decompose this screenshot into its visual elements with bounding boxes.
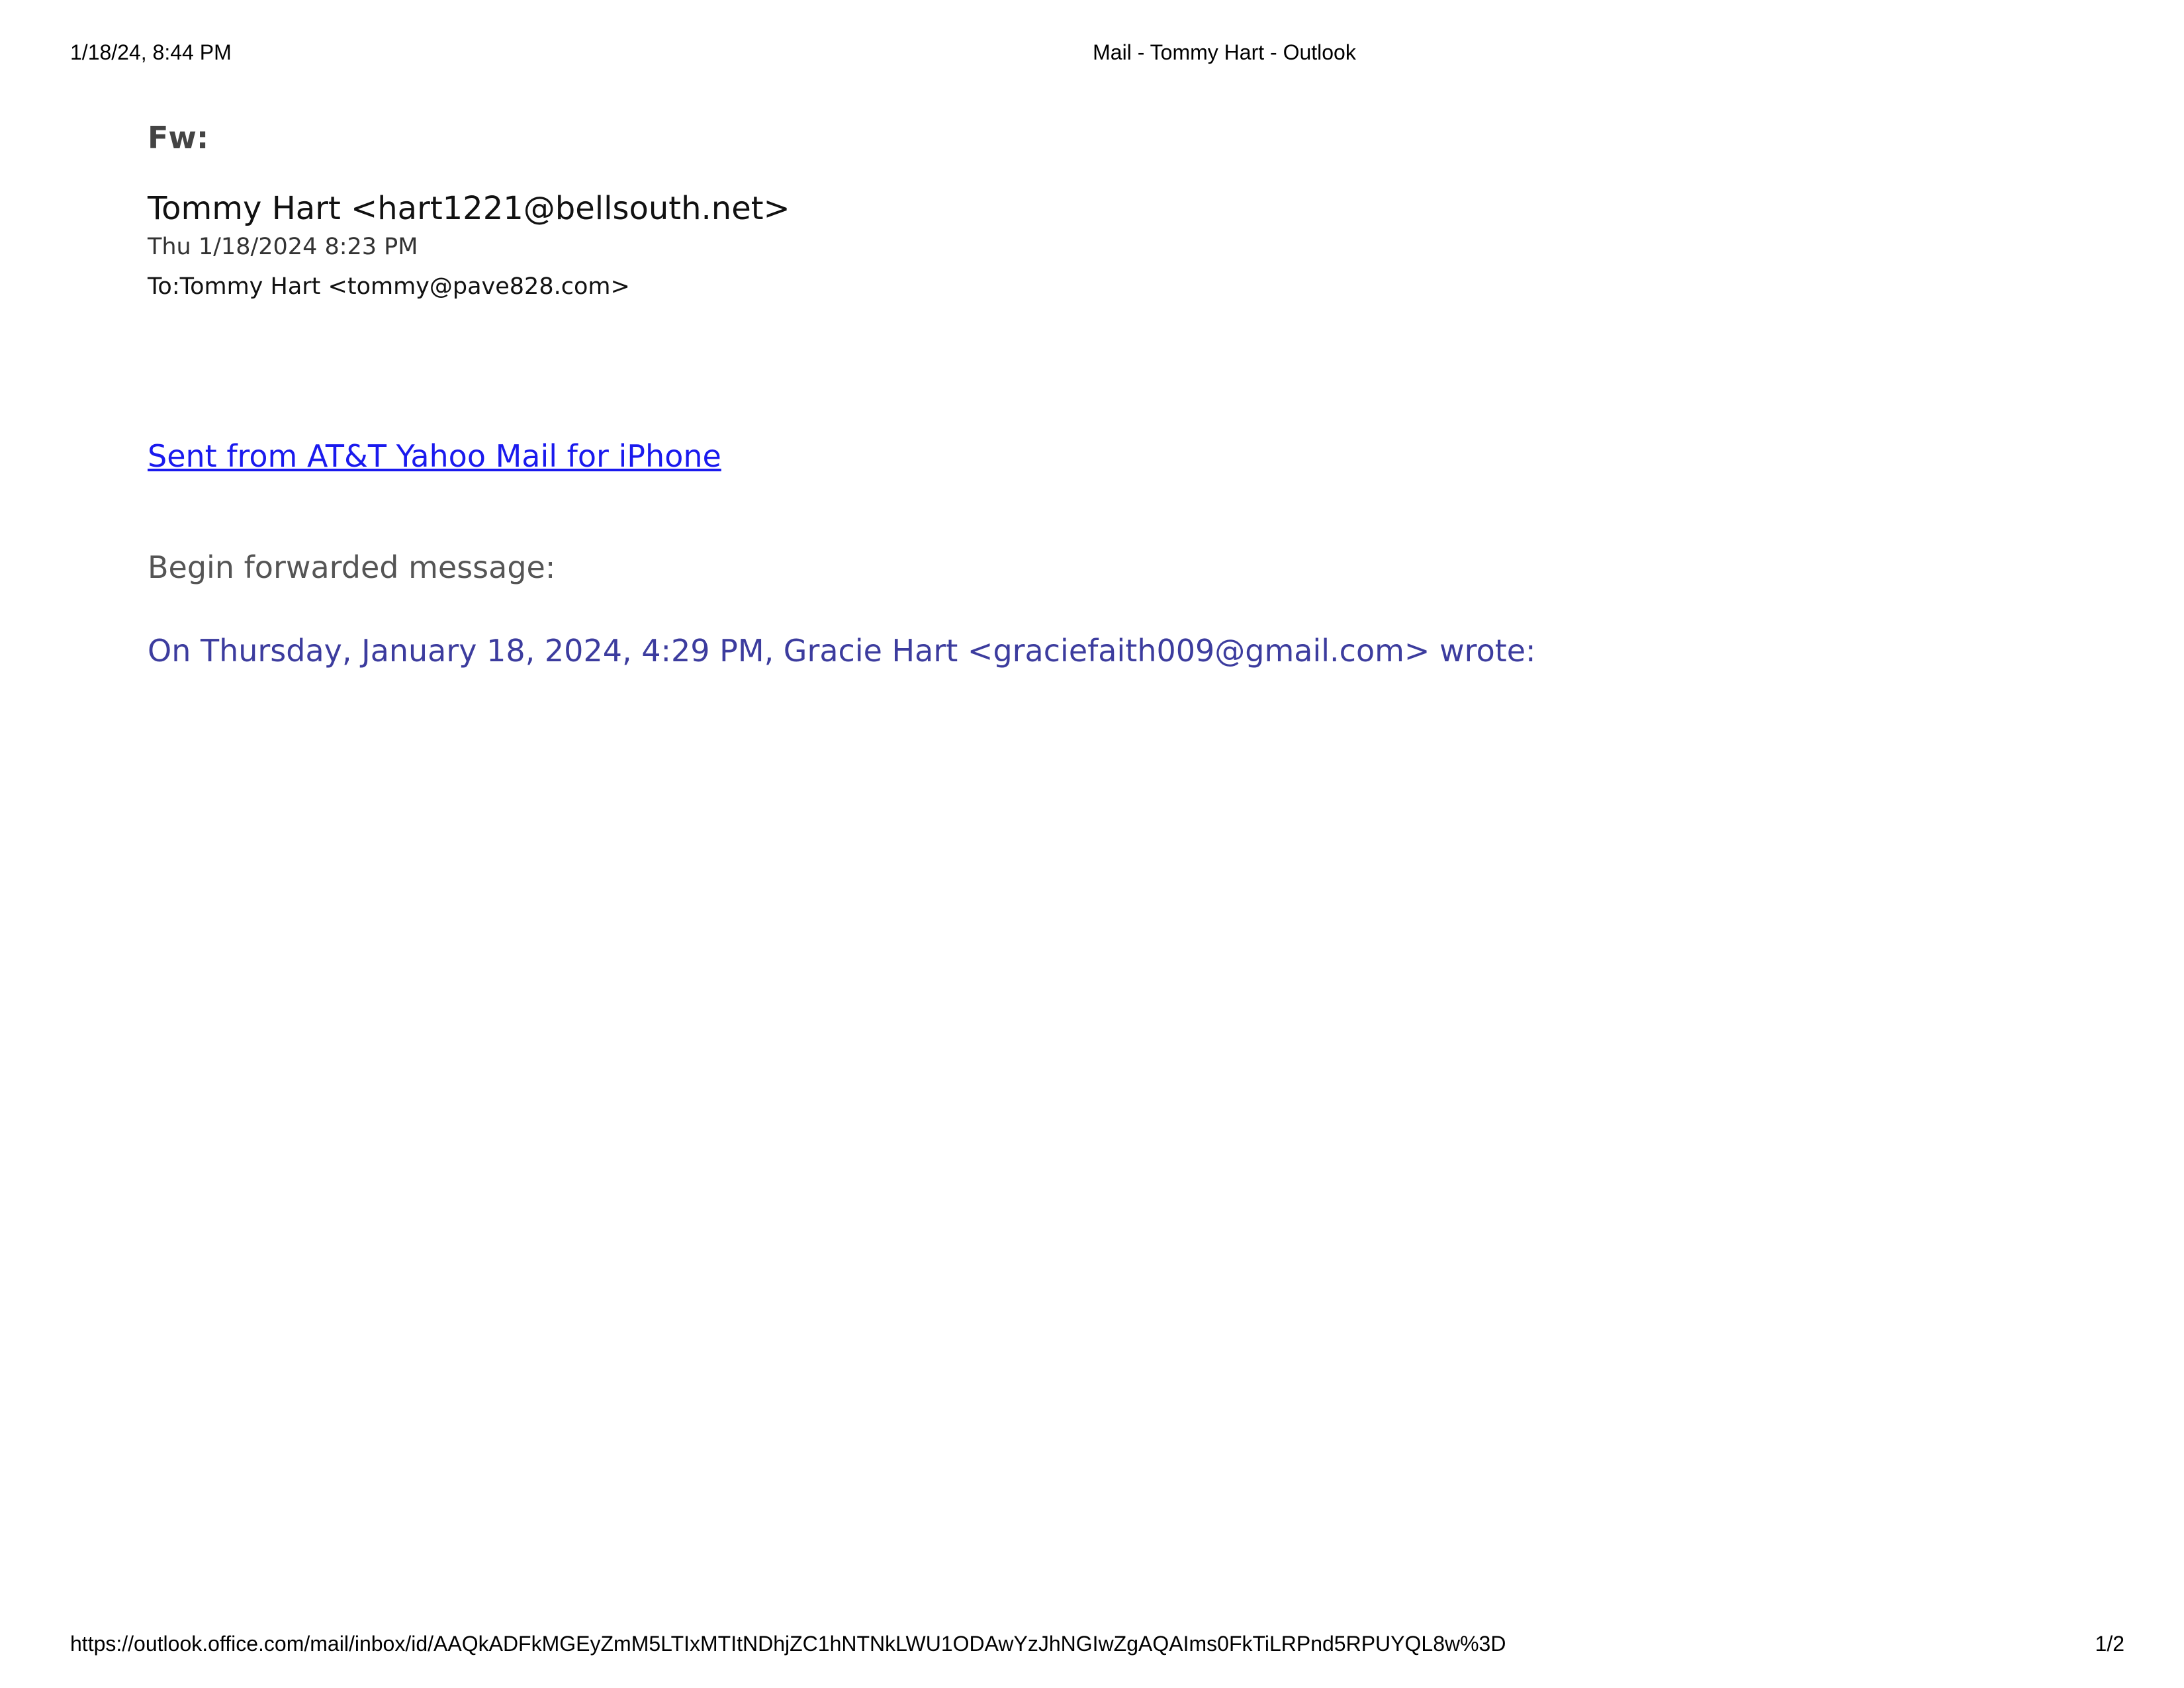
- email-message: Fw: Tommy Hart <hart1221@bellsouth.net> …: [148, 119, 2067, 670]
- print-header-title: Mail - Tommy Hart - Outlook: [1093, 40, 1356, 64]
- print-footer-url: https://outlook.office.com/mail/inbox/id…: [70, 1632, 1506, 1656]
- signature-link[interactable]: Sent from AT&T Yahoo Mail for iPhone: [148, 438, 721, 474]
- forward-attribution: On Thursday, January 18, 2024, 4:29 PM, …: [148, 633, 1536, 669]
- email-sender: Tommy Hart <hart1221@bellsouth.net>: [148, 190, 790, 227]
- print-footer-page-number: 1/2: [2095, 1632, 2124, 1656]
- email-subject: Fw:: [148, 120, 209, 156]
- print-header-timestamp: 1/18/24, 8:44 PM: [70, 40, 232, 64]
- forward-intro: Begin forwarded message:: [148, 549, 556, 585]
- email-date: Thu 1/18/2024 8:23 PM: [148, 234, 418, 260]
- email-recipient: To:Tommy Hart <tommy@pave828.com>: [148, 273, 630, 300]
